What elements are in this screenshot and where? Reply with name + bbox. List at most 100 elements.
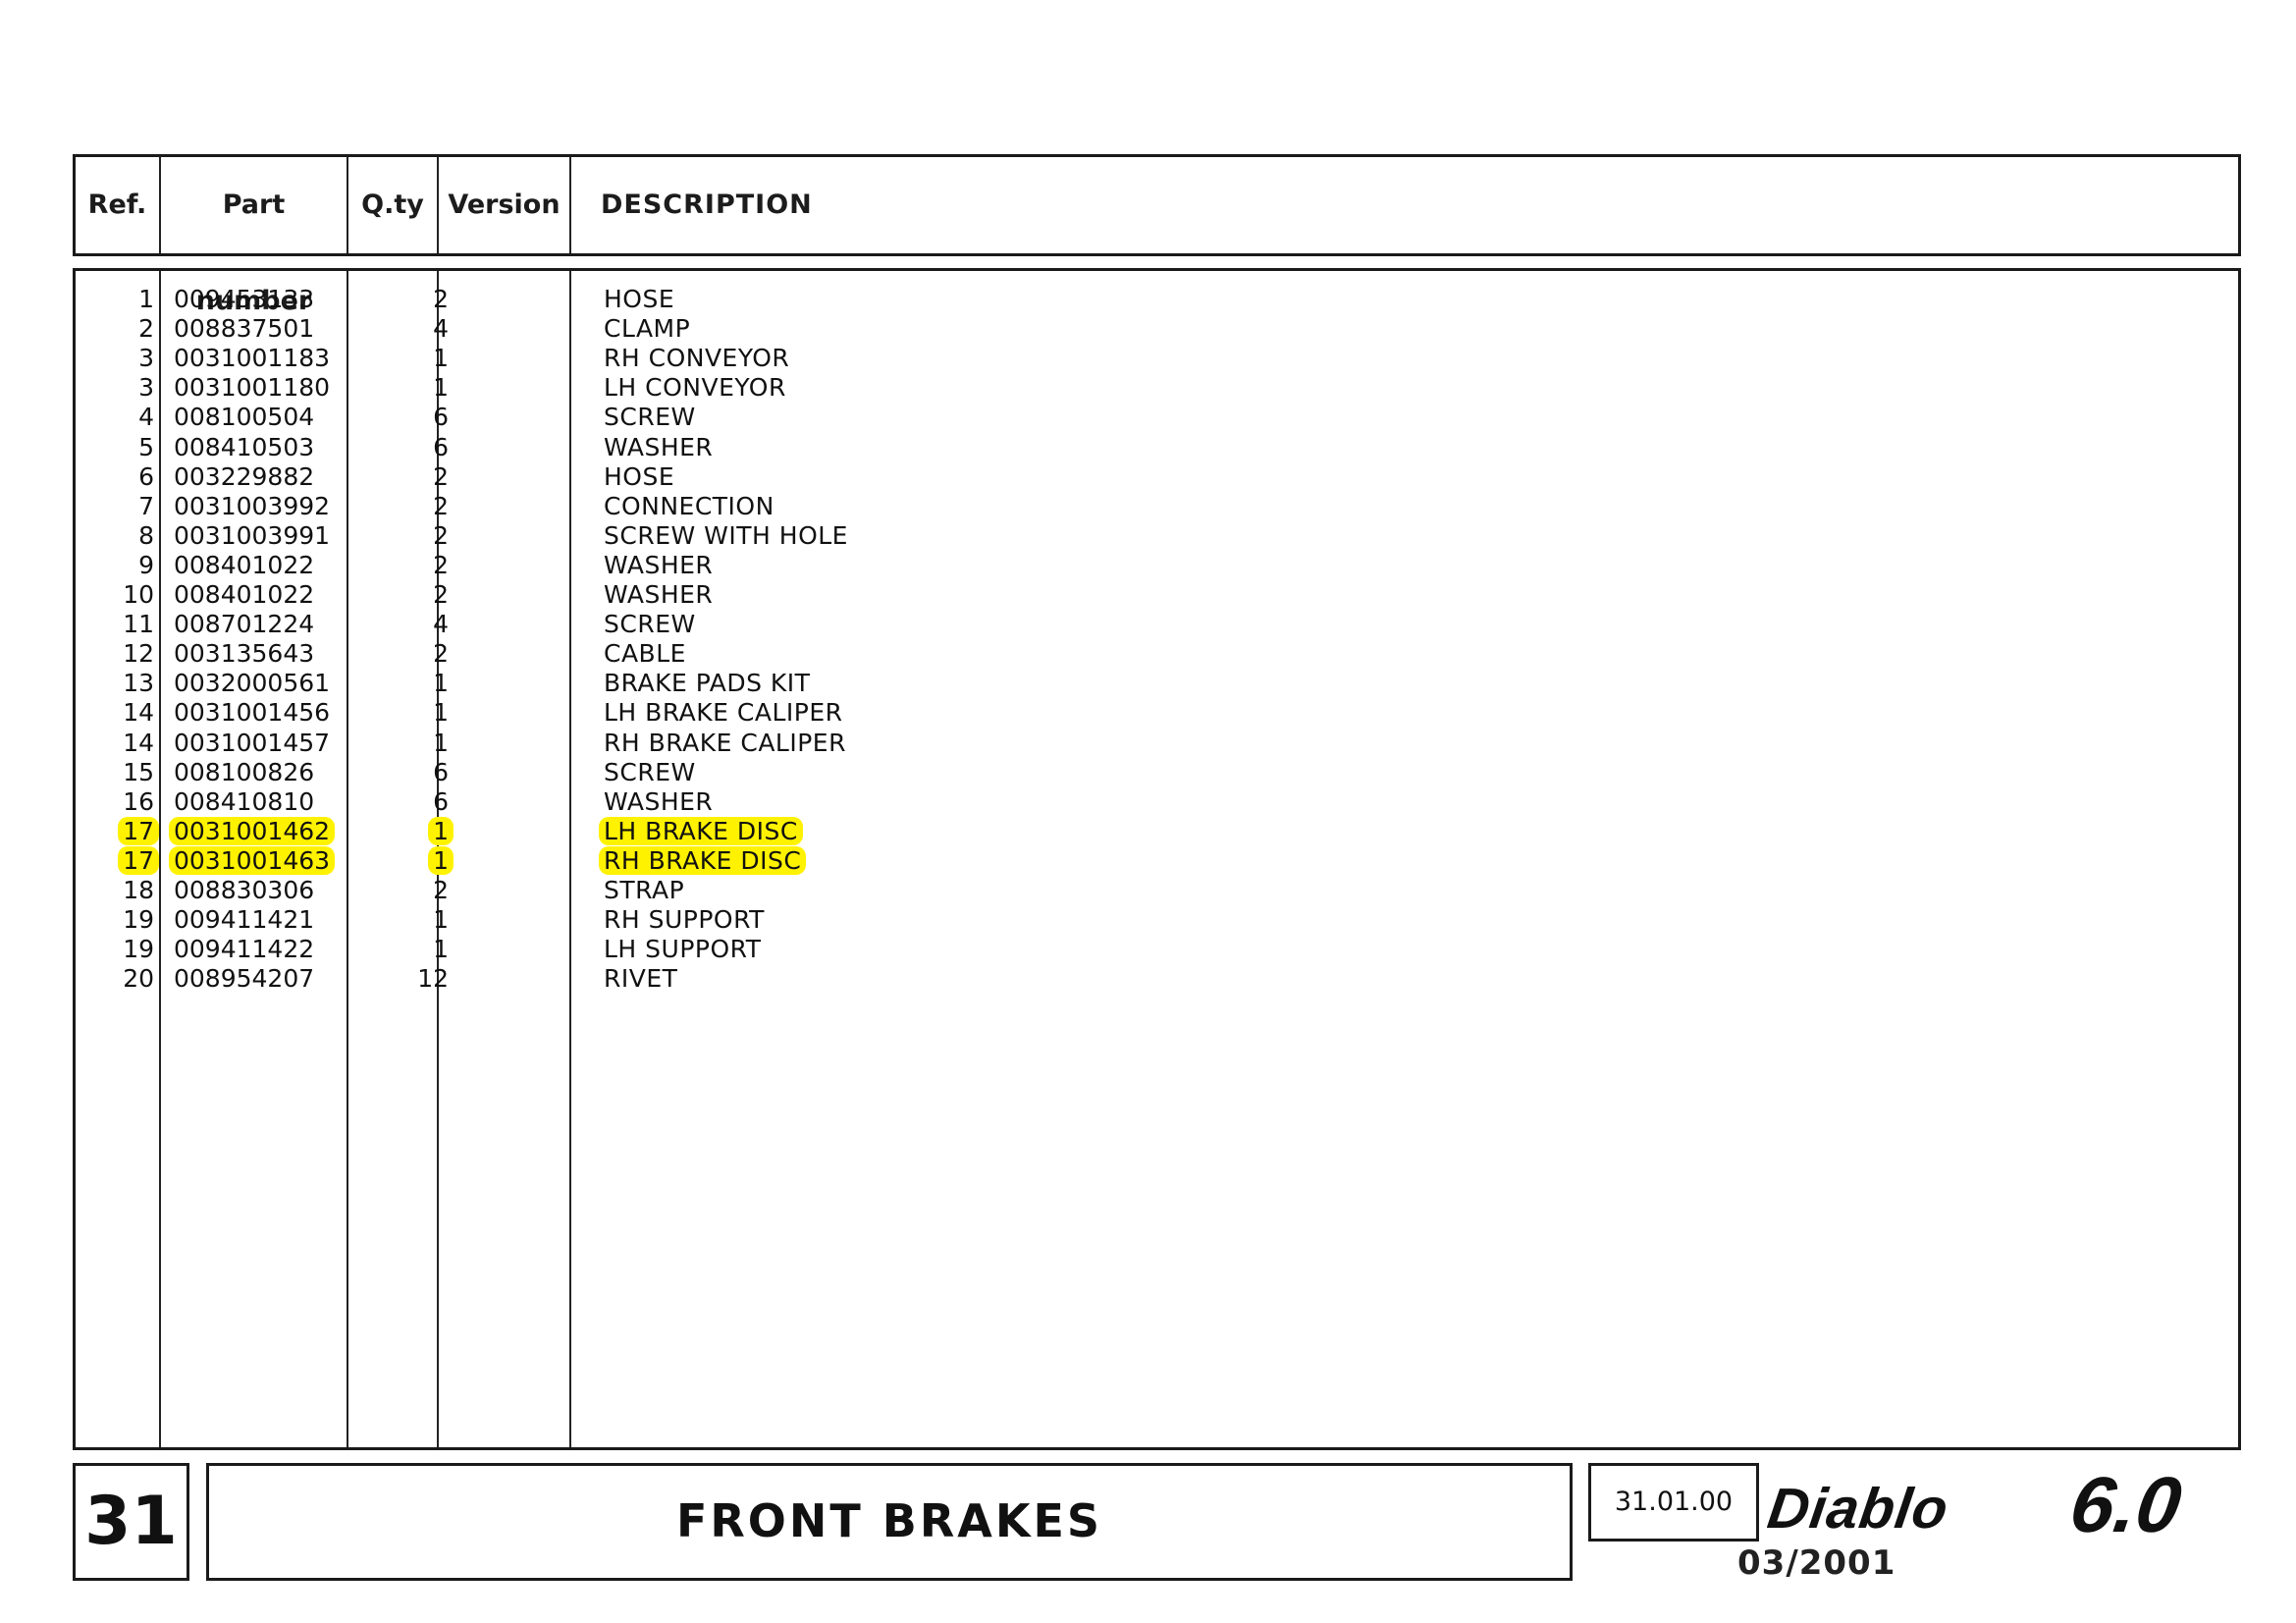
qty-cell: 2 bbox=[350, 492, 449, 521]
ref-cell: 4 bbox=[85, 403, 154, 432]
part-number-cell: 0031001462 bbox=[169, 816, 336, 846]
description-cell-text: LH BRAKE DISC bbox=[599, 816, 803, 845]
ref-cell: 7 bbox=[85, 492, 154, 521]
qty-cell-text: 2 bbox=[433, 520, 449, 550]
ref-cell-text: 15 bbox=[123, 757, 154, 786]
part-number-cell-text: 009411422 bbox=[174, 935, 315, 964]
table-row: 4 008100504 6 SCREW bbox=[76, 403, 2238, 432]
part-number-cell: 0031001180 bbox=[174, 373, 330, 403]
qty-cell-text: 2 bbox=[433, 285, 449, 313]
ref-cell: 19 bbox=[85, 935, 154, 964]
description-cell-text: SCREW bbox=[604, 403, 696, 432]
description-cell: LH SUPPORT bbox=[604, 935, 762, 964]
part-number-cell-text: 0031003992 bbox=[174, 491, 331, 520]
qty-cell: 6 bbox=[350, 787, 449, 817]
part-number-cell-text: 008100504 bbox=[174, 403, 315, 432]
description-cell-text: RIVET bbox=[604, 964, 678, 994]
ref-cell: 2 bbox=[85, 314, 154, 344]
part-number-cell-text: 003229882 bbox=[174, 461, 315, 491]
description-cell: CABLE bbox=[604, 639, 686, 669]
part-number-cell: 008410503 bbox=[174, 433, 314, 462]
ref-cell: 9 bbox=[85, 551, 154, 580]
part-number-cell: 008401022 bbox=[174, 551, 314, 580]
header-version: Version bbox=[448, 189, 561, 220]
qty-cell: 6 bbox=[350, 403, 449, 432]
part-number-cell-text: 008410810 bbox=[174, 786, 315, 816]
ref-cell: 10 bbox=[85, 580, 154, 610]
part-number-cell: 0031003991 bbox=[174, 521, 330, 551]
qty-cell: 4 bbox=[350, 610, 449, 639]
column-divider bbox=[347, 271, 348, 1447]
part-number-cell: 003229882 bbox=[174, 462, 314, 492]
ref-cell: 14 bbox=[85, 729, 154, 758]
ref-cell: 12 bbox=[85, 639, 154, 669]
column-divider bbox=[347, 157, 348, 253]
qty-cell-text: 2 bbox=[433, 876, 449, 904]
part-number-cell-text: 008410503 bbox=[174, 432, 315, 461]
column-divider bbox=[159, 157, 161, 253]
description-cell-text: SCREW WITH HOLE bbox=[604, 520, 848, 550]
ref-cell: 15 bbox=[85, 758, 154, 787]
ref-cell-text: 10 bbox=[123, 580, 154, 609]
description-cell: RH CONVEYOR bbox=[604, 344, 789, 373]
part-number-cell: 009453133 bbox=[174, 285, 314, 314]
page-number-box: 31 bbox=[73, 1463, 189, 1581]
part-number-cell-text: 008954207 bbox=[174, 964, 315, 994]
column-divider bbox=[569, 157, 571, 253]
header-part-number: Part number bbox=[195, 189, 312, 316]
qty-cell: 1 bbox=[350, 935, 449, 964]
table-row: 10 008401022 2 WASHER bbox=[76, 580, 2238, 610]
qty-cell-text: 2 bbox=[433, 461, 449, 491]
description-cell: RH SUPPORT bbox=[604, 905, 765, 935]
ref-cell-text: 18 bbox=[123, 876, 154, 904]
part-number-cell: 008401022 bbox=[174, 580, 314, 610]
ref-cell-text: 9 bbox=[138, 550, 154, 579]
ref-cell-text: 3 bbox=[138, 344, 154, 373]
description-cell-text: WASHER bbox=[604, 432, 714, 461]
ref-cell-text: 19 bbox=[123, 905, 154, 935]
description-cell: CONNECTION bbox=[604, 492, 774, 521]
qty-cell: 4 bbox=[350, 314, 449, 344]
ref-cell-text: 1 bbox=[138, 285, 154, 313]
description-cell-text: CABLE bbox=[604, 639, 686, 669]
ref-cell: 14 bbox=[85, 698, 154, 728]
section-code: 31.01.00 bbox=[1614, 1487, 1734, 1517]
ref-cell-text: 16 bbox=[123, 786, 154, 816]
section-title: FRONT BRAKES bbox=[675, 1494, 1103, 1547]
part-number-cell-text: 0031001462 bbox=[169, 816, 336, 845]
diablo-logo-version: 6.0 bbox=[2065, 1463, 2187, 1543]
qty-cell: 2 bbox=[350, 580, 449, 610]
part-number-cell-text: 009453133 bbox=[174, 285, 315, 313]
description-cell: RIVET bbox=[604, 964, 677, 994]
description-cell-text: LH CONVEYOR bbox=[604, 373, 786, 403]
part-number-cell-text: 008401022 bbox=[174, 550, 315, 579]
qty-cell: 6 bbox=[350, 758, 449, 787]
part-number-cell: 0032000561 bbox=[174, 669, 330, 698]
ref-cell-text: 2 bbox=[138, 314, 154, 344]
description-cell-text: WASHER bbox=[604, 786, 714, 816]
description-cell: RH BRAKE DISC bbox=[599, 845, 807, 876]
table-row: 16 008410810 6 WASHER bbox=[76, 787, 2238, 817]
ref-cell: 6 bbox=[85, 462, 154, 492]
description-cell: SCREW bbox=[604, 610, 696, 639]
ref-cell-text: 14 bbox=[123, 728, 154, 757]
part-number-cell-text: 0031001183 bbox=[174, 344, 331, 373]
part-number-cell: 003135643 bbox=[174, 639, 314, 669]
header-description: DESCRIPTION bbox=[601, 189, 813, 220]
description-cell-text: WASHER bbox=[604, 580, 714, 609]
qty-cell-text: 2 bbox=[433, 580, 449, 609]
qty-cell-text: 4 bbox=[433, 314, 449, 344]
ref-cell: 18 bbox=[85, 876, 154, 905]
qty-cell: 12 bbox=[350, 964, 449, 994]
